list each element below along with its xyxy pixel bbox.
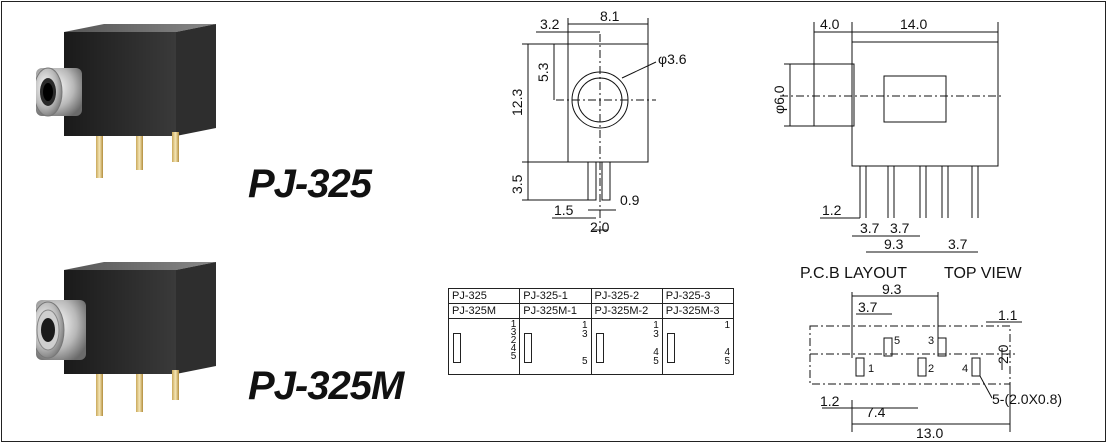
schematic-pin: 1 [724,320,730,331]
schematic-pin: 4 [510,343,517,354]
variant-cell: PJ-325-2 [590,288,663,304]
dim-pin-pitch: 2.0 [590,219,610,235]
schematic-pin: 1 [653,320,659,331]
pcb-pad-note: 5-(2.0X0.8) [992,391,1062,407]
dim-width: 8.1 [600,8,620,24]
schematic-pin: 5 [724,356,730,367]
dim-pitch-a: 3.7 [860,220,880,236]
variant-cell: PJ-325M-2 [590,303,663,319]
pcb-dim-pitch: 3.7 [858,299,878,315]
pcb-dim-second: 7.4 [866,404,886,420]
top-view-label: TOP VIEW [944,265,1022,282]
schematic-pin: 3 [653,329,659,340]
dim-height: 12.3 [509,89,525,116]
dim-pin-offset: 1.5 [554,202,574,218]
model-label-pj325m: PJ-325M [248,364,404,408]
schematic-pin: 5 [581,356,588,367]
dim-body: 14.0 [900,16,927,32]
variant-cell: PJ-325M-1 [519,303,592,319]
pcb-pin-4: 4 [962,363,968,375]
dim-first-pin: 1.2 [822,202,842,218]
pcb-dim-vertical: 2.0 [995,344,1011,364]
dim-hole-height: 5.3 [535,62,551,82]
dim-pin-length: 3.5 [509,174,525,194]
pcb-dim-span: 9.3 [882,282,902,297]
front-view-drawing: 8.1 3.2 φ3.6 5.3 12.3 3.5 1.5 0.9 2.0 [509,8,686,235]
dim-nose: 4.0 [820,16,840,32]
pcb-layout-label: P.C.B LAYOUT [800,265,907,282]
schematic-cell: 1 4 5 [661,318,735,375]
pcb-pin-1: 1 [868,363,874,375]
variant-cell: PJ-325 [447,288,521,304]
pcb-pin-2: 2 [928,363,934,375]
schematic-pin: 2 [510,335,517,346]
variant-cell: PJ-325-3 [661,288,735,304]
dim-span: 9.3 [884,236,904,252]
schematic-pin: 5 [510,351,517,362]
side-view-drawing: 4.0 14.0 φ6.0 1.2 3.7 3.7 9.3 3.7 [771,16,1002,253]
variant-cell: PJ-325M-3 [661,303,735,319]
variant-cell: PJ-325M [447,303,521,319]
model-label-pj325: PJ-325 [248,162,372,206]
schematic-pin: 4 [653,347,659,358]
pcb-layout-drawing: 9.3 3.7 1.1 2.0 1.2 7.4 13.0 5-(2.0X0.8)… [809,282,1062,441]
variants-table: PJ-325 PJ-325-1 PJ-325-2 PJ-325-3 PJ-325… [447,288,735,375]
schematic-pin: 1 [510,319,517,330]
pcb-dim-slot: 1.1 [998,307,1018,323]
pcb-dim-total: 13.0 [916,425,943,441]
dim-last-pitch: 3.7 [948,236,968,252]
dim-hole: φ3.6 [658,51,686,67]
schematic-pin: 5 [653,356,659,367]
schematic-cell: 1 3 2 4 5 [447,318,521,375]
pcb-pin-3: 3 [928,335,934,347]
pcb-dim-first: 1.2 [820,393,840,409]
schematic-pin: 4 [724,347,730,358]
jack-photo-pj325m [31,244,226,429]
schematic-pin: 3 [581,329,588,340]
dim-pitch-b: 3.7 [890,220,910,236]
dim-diameter: φ6.0 [771,85,787,114]
pcb-pin-5: 5 [894,335,900,347]
dim-pin-width: 0.9 [620,192,640,208]
jack-photo-pj325 [33,6,226,191]
schematic-cell: 1 3 5 [519,318,592,375]
schematic-cell: 1 3 4 5 [590,318,663,375]
schematic-pin: 1 [581,320,588,331]
schematic-pin: 3 [510,327,517,338]
variant-cell: PJ-325-1 [519,288,592,304]
dim-offset: 3.2 [540,16,560,32]
